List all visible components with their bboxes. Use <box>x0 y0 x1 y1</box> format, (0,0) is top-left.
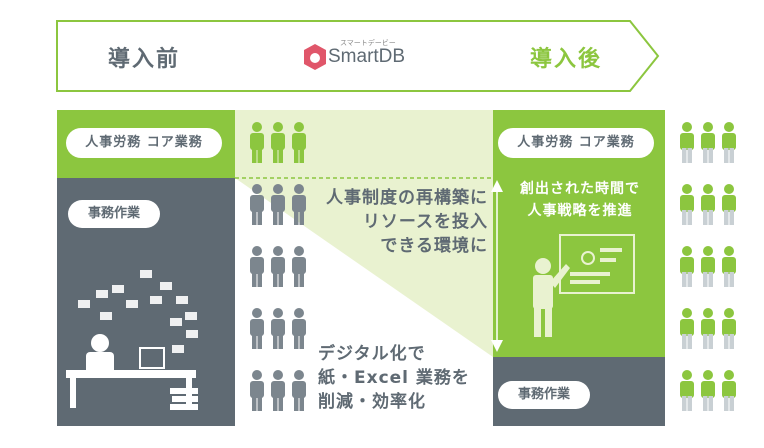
logo-kana: スマートデービー <box>340 39 396 47</box>
created-time-line: 創出された時間で <box>520 181 640 197</box>
before-label: 導入前 <box>108 47 181 72</box>
left-admin-pill: 事務作業 <box>68 200 160 228</box>
callout-top-line: できる環境に <box>380 236 488 256</box>
center-highlight <box>235 110 493 357</box>
stressed-worker-icon <box>66 334 198 410</box>
right-admin-pill: 事務作業 <box>498 381 590 409</box>
callout-top-line: 人事制度の再構築に <box>326 188 488 208</box>
created-time-line: 人事戦略を推進 <box>527 203 633 219</box>
presenter-icon <box>533 234 635 337</box>
callout-top: 人事制度の再構築に リソースを投入 できる環境に <box>300 186 488 258</box>
after-label: 導入後 <box>530 47 603 72</box>
smartdb-logo-icon <box>304 44 326 70</box>
callout-bottom: デジタル化で 紙・Excel 業務を 削減・効率化 <box>318 342 488 414</box>
callout-top-line: リソースを投入 <box>362 212 488 232</box>
before-after-arrow <box>56 20 660 92</box>
envelope-icons <box>78 270 198 353</box>
callout-bottom-line: 削減・効率化 <box>318 392 426 412</box>
callout-bottom-line: 紙・Excel 業務を <box>318 368 470 388</box>
left-core-pill: 人事労務 コア業務 <box>66 128 222 158</box>
right-core-pill: 人事労務 コア業務 <box>498 128 654 158</box>
logo-name: SmartDB <box>328 46 406 67</box>
callout-bottom-line: デジタル化で <box>318 344 426 364</box>
created-time-text: 創出された時間で 人事戦略を推進 <box>505 178 655 222</box>
